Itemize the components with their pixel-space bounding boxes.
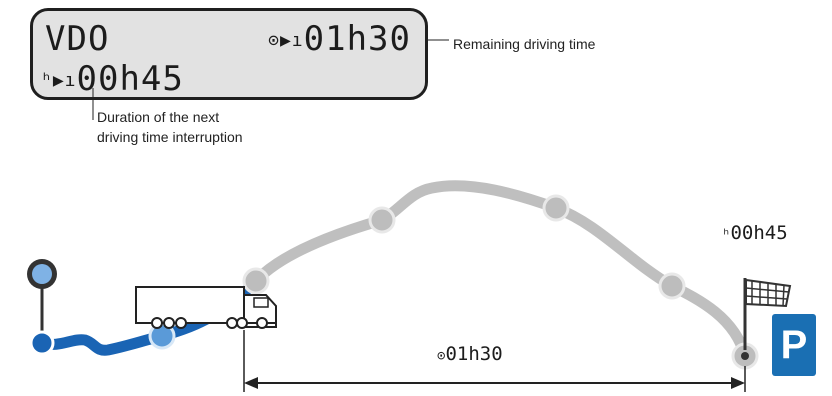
parking-sign-icon: P	[772, 314, 816, 376]
waypoint-current	[242, 267, 270, 295]
display-remaining-time: ⊙▶ı01h30	[268, 19, 411, 59]
destination-dot	[741, 352, 749, 360]
callout-next-interruption: Duration of the next driving time interr…	[97, 107, 243, 147]
steering-wheel-icon: ⊙▶ı	[268, 30, 304, 51]
break-duration-label: ʰ00h45	[722, 222, 788, 244]
display-brand: VDO	[45, 19, 110, 59]
tachograph-display: VDO ⊙▶ı01h30 ʰ▶ı00h45	[30, 8, 428, 100]
start-point	[29, 330, 55, 356]
driving-span-label: ⊙01h30	[437, 343, 503, 365]
location-pin-icon	[27, 259, 57, 336]
checkered-flag-icon	[743, 278, 792, 350]
break-bed-icon: ʰ	[722, 227, 731, 243]
waypoint-2	[368, 206, 396, 234]
callout-remaining-driving-time: Remaining driving time	[453, 36, 596, 52]
callout-line-1: Duration of the next	[97, 109, 220, 125]
break-bed-icon: ʰ▶ı	[41, 70, 77, 91]
waypoint-4	[658, 272, 686, 300]
steering-wheel-icon: ⊙	[437, 348, 446, 364]
remaining-route	[250, 180, 751, 362]
driving-span-dimension	[243, 330, 746, 392]
display-break-duration: ʰ▶ı00h45	[41, 59, 184, 99]
waypoint-3	[542, 194, 570, 222]
callout-line-2: driving time interruption	[97, 129, 243, 145]
truck-icon	[135, 286, 277, 329]
